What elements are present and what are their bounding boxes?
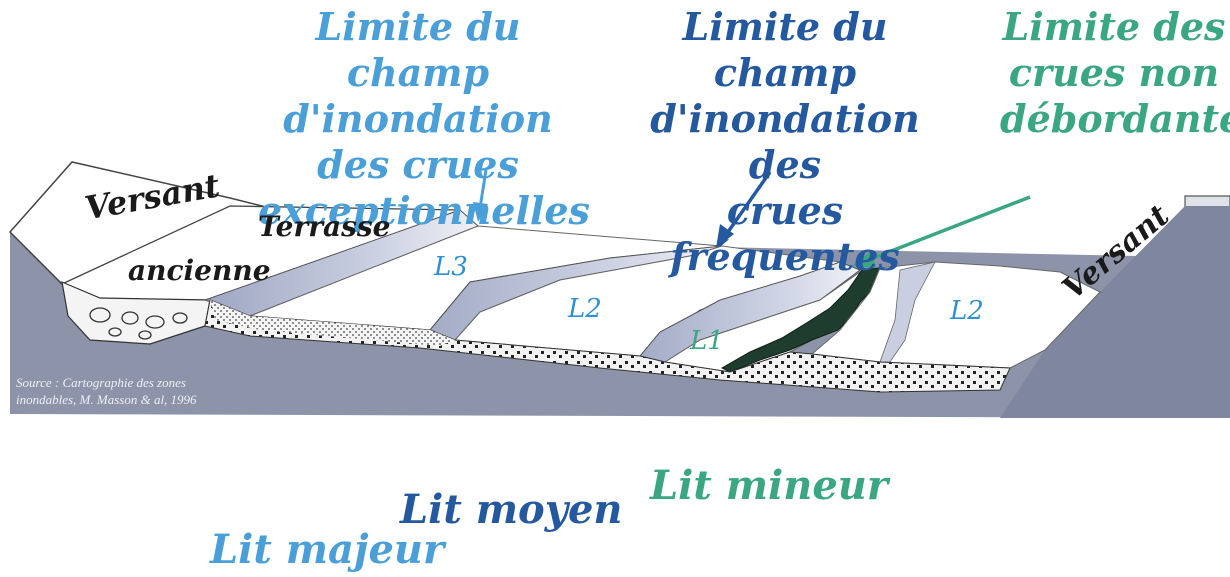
label-terrasse: Terrasse bbox=[258, 210, 390, 243]
label-non-overflowing: Limite des crues non débordantes bbox=[1000, 4, 1228, 142]
label-frequent-text: Limite du champ d'inondation des crues f… bbox=[630, 4, 940, 280]
label-exceptional-text: Limite du champ d'inondation des crues e… bbox=[258, 4, 578, 234]
label-frequent-floods: Limite du champ d'inondation des crues f… bbox=[630, 4, 940, 280]
zone-l2-left: L2 bbox=[568, 294, 602, 324]
zone-l2-right: L2 bbox=[950, 296, 984, 326]
label-non-overflowing-text: Limite des crues non débordantes bbox=[1000, 4, 1228, 142]
source-caption: Source : Cartographie des zones inondabl… bbox=[16, 374, 197, 408]
zone-l3: L3 bbox=[434, 252, 468, 282]
label-ancienne: ancienne bbox=[128, 254, 271, 287]
zone-l1: L1 bbox=[690, 326, 724, 356]
label-lit-mineur: Lit mineur bbox=[650, 462, 888, 510]
label-exceptional-floods: Limite du champ d'inondation des crues e… bbox=[258, 4, 578, 234]
label-lit-majeur: Lit majeur bbox=[210, 526, 444, 574]
